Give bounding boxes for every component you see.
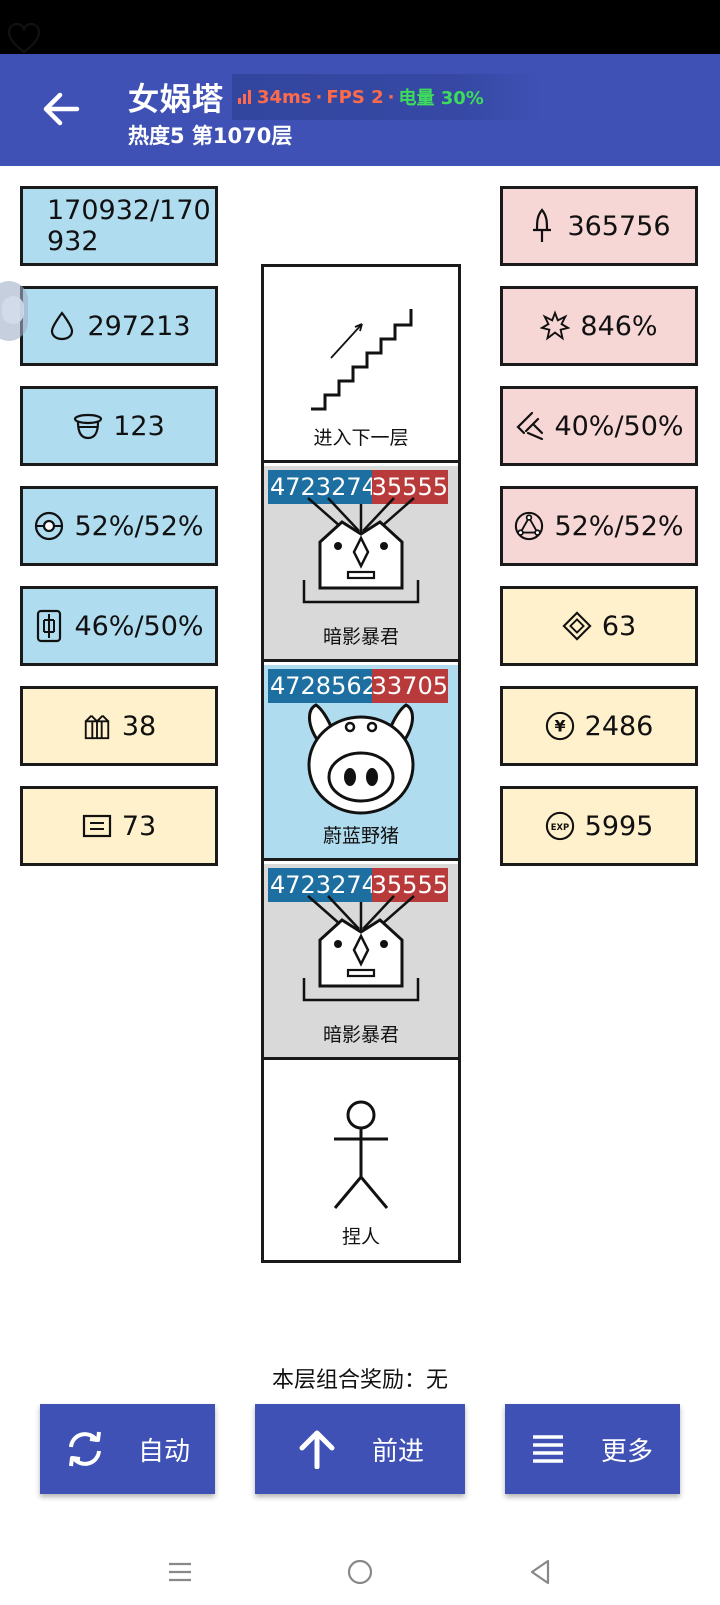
floating-ball[interactable] [0, 281, 28, 341]
stat-gems: 63 [500, 586, 698, 666]
stat-hp-value: 170932/170932 [47, 195, 211, 257]
monster-attack: 4723274 [268, 470, 372, 504]
monster-defense: 35555 [372, 470, 448, 504]
tower-cell-person[interactable]: 捏人 [264, 1063, 458, 1259]
stat-block: 46%/50% [20, 586, 218, 666]
tower-cell-pig[interactable]: 4728562 33705 蔚蓝野猪 [264, 665, 458, 861]
forward-button[interactable]: 前进 [255, 1404, 465, 1494]
stat-attack-value: 365756 [567, 210, 671, 242]
status-bar [0, 0, 720, 54]
nav-menu-button[interactable] [160, 1552, 200, 1592]
stat-gold-value: 2486 [584, 710, 654, 742]
stat-cards-value: 73 [121, 810, 157, 842]
monster-label: 暗影暴君 [322, 1024, 399, 1046]
refresh-icon [60, 1424, 110, 1474]
monster-attack: 4723274 [268, 868, 372, 902]
sword-icon [527, 208, 557, 242]
auto-button-label: 自动 [138, 1436, 191, 1467]
tower-cell-stairs[interactable]: 进入下一层 [264, 267, 458, 463]
stat-crit-rate-value: 40%/50% [554, 410, 684, 442]
blue-boar-icon [307, 703, 415, 815]
nav-back-button[interactable] [520, 1552, 560, 1592]
stat-mp-value: 297213 [87, 310, 191, 342]
stat-attack: 365756 [500, 186, 698, 266]
stat-resist: 52%/52% [20, 486, 218, 566]
monster-defense: 35555 [372, 868, 448, 902]
pig-defense: 33705 [372, 669, 448, 703]
stick-figure-icon [333, 1100, 389, 1209]
monster-label: 暗影暴君 [322, 626, 399, 648]
stat-penetration: 52%/52% [500, 486, 698, 566]
shadow-tyrant-icon [302, 497, 420, 604]
stat-defense-value: 123 [113, 410, 165, 442]
ping-text: 34ms [257, 86, 312, 108]
page-title: 女娲塔 [128, 82, 224, 118]
perf-overlay: 34ms · FPS 2 · 电量 30% [232, 74, 542, 120]
stat-block-value: 46%/50% [74, 610, 204, 642]
stat-hp: 170932/170932 [20, 186, 218, 266]
stat-resist-value: 52%/52% [74, 510, 204, 542]
home-circle-icon [347, 1559, 373, 1585]
stat-defense: 123 [20, 386, 218, 466]
pig-attack: 4728562 [268, 669, 372, 703]
stat-gold: ¥ 2486 [500, 686, 698, 766]
triangle-circle-icon [514, 511, 544, 541]
forward-button-label: 前进 [372, 1436, 425, 1467]
more-button[interactable]: 更多 [505, 1404, 680, 1494]
floor-reward-text: 本层组合奖励：无 [271, 1368, 448, 1393]
system-nav-bar [0, 1540, 720, 1605]
battery-text: 电量 30% [398, 88, 484, 109]
arrow-up-icon [292, 1424, 342, 1474]
heart-icon [7, 22, 41, 54]
back-button[interactable] [36, 84, 86, 134]
menu-icon [523, 1424, 573, 1474]
tower-column: 进入下一层 4723274 35555 暗影暴君 4728562 33705 [261, 264, 461, 1263]
stairs-icon [311, 309, 413, 411]
card-icon [82, 811, 112, 841]
rune-icon [34, 609, 64, 643]
stat-boxes-value: 38 [121, 710, 157, 742]
stat-crit-damage: 846% [500, 286, 698, 366]
monster-stats-bar: 4723274 35555 [268, 470, 448, 504]
tower-cell-monster[interactable]: 4723274 35555 暗影暴君 [264, 466, 458, 662]
signal-icon [238, 90, 251, 104]
svg-text:EXP: EXP [550, 822, 568, 832]
stat-exp: EXP 5995 [500, 786, 698, 866]
stat-gems-value: 63 [601, 610, 637, 642]
gift-box-icon [82, 711, 112, 741]
stairs-label: 进入下一层 [313, 427, 409, 449]
helmet-icon [73, 411, 103, 441]
slash-icon [514, 411, 544, 441]
stat-cards: 73 [20, 786, 218, 866]
app-bar: 女娲塔 热度5 第1070层 34ms · FPS 2 · 电量 30% [0, 54, 720, 166]
arrow-left-icon [43, 92, 80, 126]
burst-icon [540, 310, 571, 341]
shield-eye-icon [34, 511, 64, 541]
stat-boxes: 38 [20, 686, 218, 766]
stat-exp-value: 5995 [584, 810, 654, 842]
svg-text:¥: ¥ [554, 717, 565, 736]
pig-label: 蔚蓝野猪 [322, 825, 399, 847]
diamond-icon [562, 611, 592, 641]
nav-home-button[interactable] [340, 1552, 380, 1592]
stat-mp: 297213 [20, 286, 218, 366]
shadow-tyrant-icon [302, 895, 420, 1002]
more-button-label: 更多 [601, 1436, 654, 1467]
stat-crit-rate: 40%/50% [500, 386, 698, 466]
monster-stats-bar: 4723274 35555 [268, 868, 448, 902]
auto-button[interactable]: 自动 [40, 1404, 215, 1494]
recent-apps-icon [169, 1562, 191, 1582]
tower-cell-monster[interactable]: 4723274 35555 暗影暴君 [264, 864, 458, 1060]
fps-text: FPS 2 [326, 86, 384, 108]
floor-subtitle: 热度5 第1070层 [128, 124, 293, 148]
person-label: 捏人 [341, 1226, 380, 1248]
pig-stats-bar: 4728562 33705 [268, 669, 448, 703]
stat-crit-damage-value: 846% [580, 310, 658, 342]
back-triangle-icon [530, 1559, 550, 1585]
stat-penetration-value: 52%/52% [554, 510, 684, 542]
exp-icon: EXP [545, 811, 575, 841]
drop-icon [47, 311, 77, 341]
yen-coin-icon: ¥ [545, 711, 575, 741]
